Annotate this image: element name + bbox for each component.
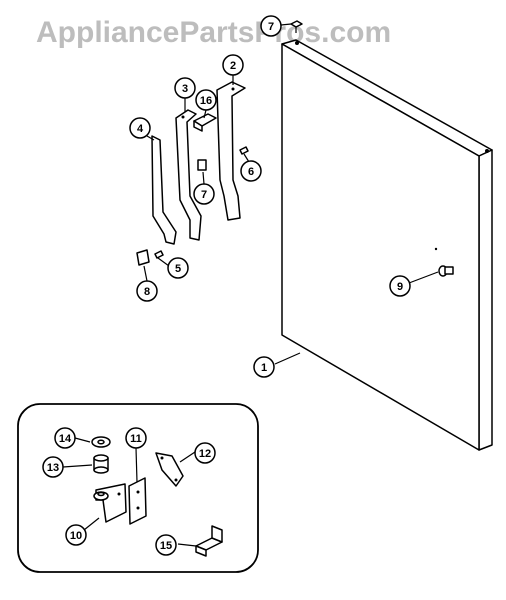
svg-text:5: 5 xyxy=(175,263,181,275)
svg-text:1: 1 xyxy=(261,362,267,374)
bushing-part xyxy=(93,454,109,474)
inset-hardware-box xyxy=(17,403,259,573)
small-hinge-plate-part xyxy=(195,525,223,557)
callout-9: 9 xyxy=(389,275,411,297)
svg-text:13: 13 xyxy=(47,462,59,474)
hinge-bar-left-part xyxy=(151,135,177,245)
svg-text:10: 10 xyxy=(70,530,82,542)
svg-text:16: 16 xyxy=(200,95,212,107)
callout-10: 10 xyxy=(65,524,87,546)
angle-bracket-part xyxy=(155,452,184,487)
callout-2: 2 xyxy=(222,54,244,76)
svg-text:3: 3 xyxy=(182,83,188,95)
svg-text:8: 8 xyxy=(144,286,150,298)
callout-14: 14 xyxy=(54,427,76,449)
callout-3: 3 xyxy=(174,77,196,99)
screw-part-5 xyxy=(154,250,164,259)
hinge-bar-right-part xyxy=(216,81,246,221)
top-screw-part xyxy=(290,20,303,33)
callout-5: 5 xyxy=(167,257,189,279)
callout-12: 12 xyxy=(194,442,216,464)
svg-text:2: 2 xyxy=(230,60,236,72)
svg-text:14: 14 xyxy=(59,433,72,445)
svg-text:9: 9 xyxy=(397,281,403,293)
screw-part-6 xyxy=(239,146,249,155)
callout-16: 16 xyxy=(195,89,217,111)
svg-text:6: 6 xyxy=(248,166,254,178)
washer-part xyxy=(91,436,111,448)
svg-text:15: 15 xyxy=(160,540,172,552)
callout-15: 15 xyxy=(155,534,177,556)
callout-1: 1 xyxy=(253,356,275,378)
door-stop-plug-part xyxy=(438,265,454,277)
spacer-part xyxy=(197,159,207,171)
svg-text:12: 12 xyxy=(199,448,211,460)
callout-8: 8 xyxy=(136,280,158,302)
callout-7-spacer: 7 xyxy=(193,183,215,205)
leader-lines xyxy=(62,23,439,547)
svg-text:7: 7 xyxy=(268,21,274,33)
callout-11: 11 xyxy=(125,427,147,449)
callout-4: 4 xyxy=(129,117,151,139)
svg-text:7: 7 xyxy=(201,189,207,201)
callout-7-top: 7 xyxy=(260,15,282,37)
callout-13: 13 xyxy=(42,456,64,478)
hinge-clip-part xyxy=(136,249,150,266)
hinge-bar-middle-part xyxy=(175,109,202,241)
door-panel xyxy=(281,39,493,451)
shim-plate-part xyxy=(128,477,147,525)
svg-text:11: 11 xyxy=(130,433,142,445)
small-bracket-part xyxy=(193,113,217,132)
bottom-hinge-bracket-part xyxy=(93,483,127,523)
watermark-text: AppliancePartsPros.com xyxy=(36,16,391,49)
svg-text:4: 4 xyxy=(137,123,144,135)
callout-6: 6 xyxy=(240,160,262,182)
